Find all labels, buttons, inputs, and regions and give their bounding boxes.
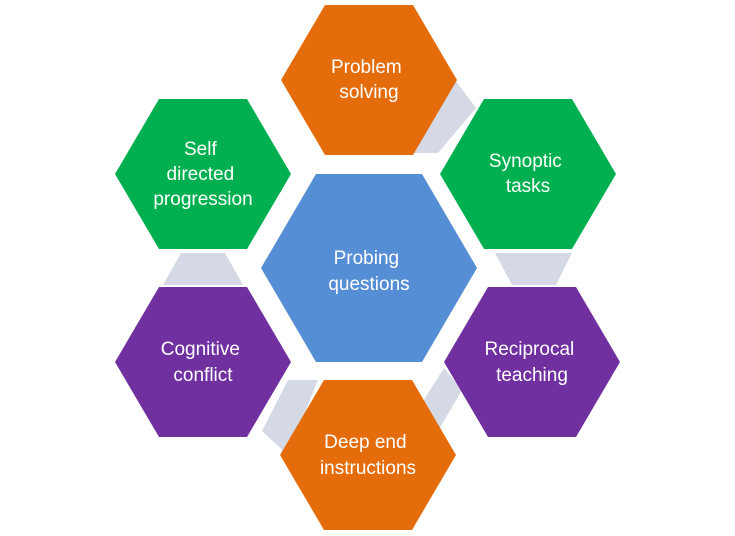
node-reciprocal-teaching: Reciprocal teaching (444, 287, 620, 437)
hexagon-problem-solving (281, 5, 457, 155)
node-synoptic-tasks: Synoptic tasks (440, 99, 616, 249)
label-reciprocal-teaching: Reciprocal teaching (484, 339, 579, 386)
label-line: Self (184, 139, 217, 160)
center-label: Probing questions (328, 248, 409, 295)
label-line: Reciprocal (484, 339, 574, 360)
label-deep-end-instructions: Deep end instructions (320, 432, 416, 479)
label-line: teaching (496, 365, 568, 386)
label-problem-solving: Problem solving (331, 57, 407, 103)
node-deep-end-instructions: Deep end instructions (280, 380, 456, 530)
label-synoptic-tasks: Synoptic tasks (489, 151, 567, 197)
label-line: Synoptic (489, 151, 562, 172)
hexagon-probing-questions (261, 174, 477, 362)
center-hexagon: Probing questions (261, 174, 477, 362)
label-line: Problem (331, 57, 402, 78)
label-line: instructions (320, 458, 416, 479)
label-cognitive-conflict: Cognitive conflict (161, 339, 246, 386)
label-line: progression (153, 189, 252, 210)
center-label-line-1: Probing (334, 248, 400, 269)
connectors (163, 80, 572, 455)
hexagon-deep-end-instructions (280, 380, 456, 530)
label-line: tasks (506, 176, 550, 197)
hexagon-reciprocal-teaching (444, 287, 620, 437)
connector-synoptic-reciprocal (495, 253, 572, 285)
connector-problem-synoptic (414, 80, 476, 153)
connector-deepend-cognitive (262, 380, 318, 455)
label-line: Deep end (324, 432, 406, 453)
label-line: solving (339, 82, 398, 103)
label-line: Cognitive (161, 339, 240, 360)
hexagon-synoptic-tasks (440, 99, 616, 249)
connector-cognitive-self (163, 253, 243, 285)
label-line: directed (167, 164, 235, 185)
hexagon-cognitive-conflict (115, 287, 291, 437)
node-problem-solving: Problem solving (281, 5, 457, 155)
center-label-line-2: questions (328, 274, 409, 295)
label-line: conflict (173, 365, 233, 386)
label-self-directed-progression: Self directed progression (153, 139, 252, 210)
node-cognitive-conflict: Cognitive conflict (115, 287, 291, 437)
hexagon-self-directed-progression (115, 99, 291, 249)
node-self-directed-progression: Self directed progression (115, 99, 291, 249)
